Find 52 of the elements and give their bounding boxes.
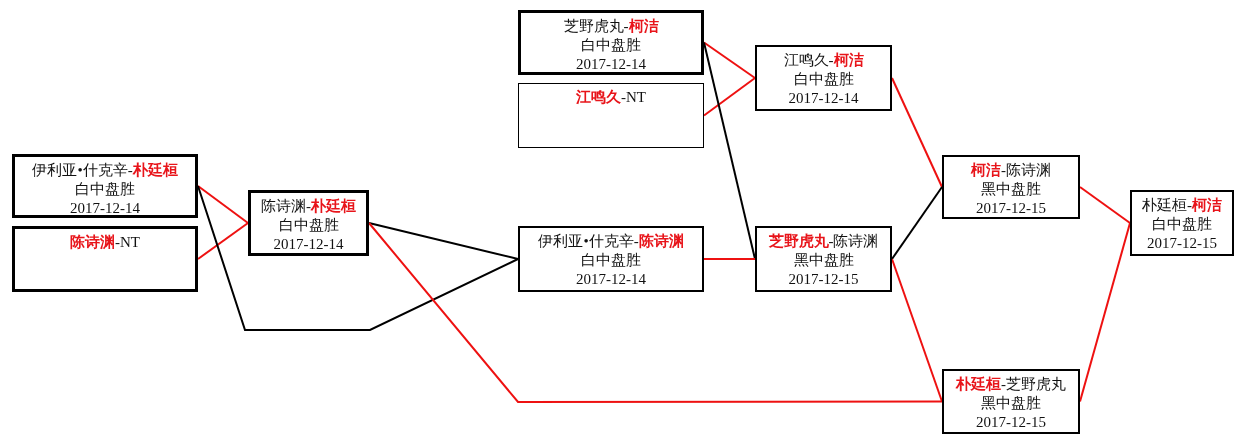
player-names: 芝野虎丸-柯洁 [563,17,659,36]
connector-line [703,77,756,117]
result-text: 白中盘胜 [581,36,641,55]
match-box [12,226,198,292]
connector-line [197,185,519,331]
match-box [518,83,704,148]
player-names: 芝野虎丸-陈诗渊 [768,232,879,251]
date-text: 2017-12-14 [788,89,859,108]
match-box [248,190,369,256]
connector-line [368,222,519,260]
date-text: 2017-12-14 [273,235,344,254]
result-text: 白中盘胜 [581,251,641,270]
connector-line [703,41,756,260]
result-text: 白中盘胜 [1152,215,1212,234]
date-text: 2017-12-14 [576,55,646,74]
player-names: 朴廷桓-柯洁 [1142,196,1222,215]
match-box [1130,190,1234,256]
match-box [518,10,704,75]
result-text: 白中盘胜 [793,70,854,89]
date-text: 2017-12-15 [976,413,1046,432]
connector-line [703,41,756,79]
match-box [942,155,1080,219]
connector-line [891,77,943,188]
match-box [755,226,892,292]
connector-line [1079,186,1131,224]
date-text: 2017-12-15 [1147,234,1217,253]
connector-line [197,222,249,260]
date-text: 2017-12-14 [576,270,646,289]
player-names: 陈诗渊-朴廷桓 [261,197,356,216]
connector-line [703,258,756,260]
player-names: 朴廷桓-芝野虎丸 [956,375,1066,394]
player-names: 伊利亚•什克辛-朴廷桓 [32,161,178,180]
player-names: 伊利亚•什克辛-陈诗渊 [538,232,684,251]
date-text: 2017-12-15 [788,270,859,289]
player-names: 江鸣久-NT [576,88,646,107]
result-text: 白中盘胜 [75,180,135,199]
result-text: 黑中盘胜 [981,180,1041,199]
date-text: 2017-12-15 [976,199,1046,218]
match-box [755,45,892,111]
result-text: 黑中盘胜 [981,394,1041,413]
date-text: 2017-12-14 [70,199,140,218]
connector-line [368,222,943,403]
result-text: 黑中盘胜 [793,251,854,270]
match-box [518,226,704,292]
match-box [942,369,1080,434]
player-names: 江鸣久-柯洁 [783,51,864,70]
player-names: 陈诗渊-NT [70,233,140,252]
player-names: 柯洁-陈诗渊 [971,161,1051,180]
connector-line [891,186,943,260]
connector-line [197,185,249,224]
match-box [12,154,198,218]
result-text: 白中盘胜 [278,216,339,235]
